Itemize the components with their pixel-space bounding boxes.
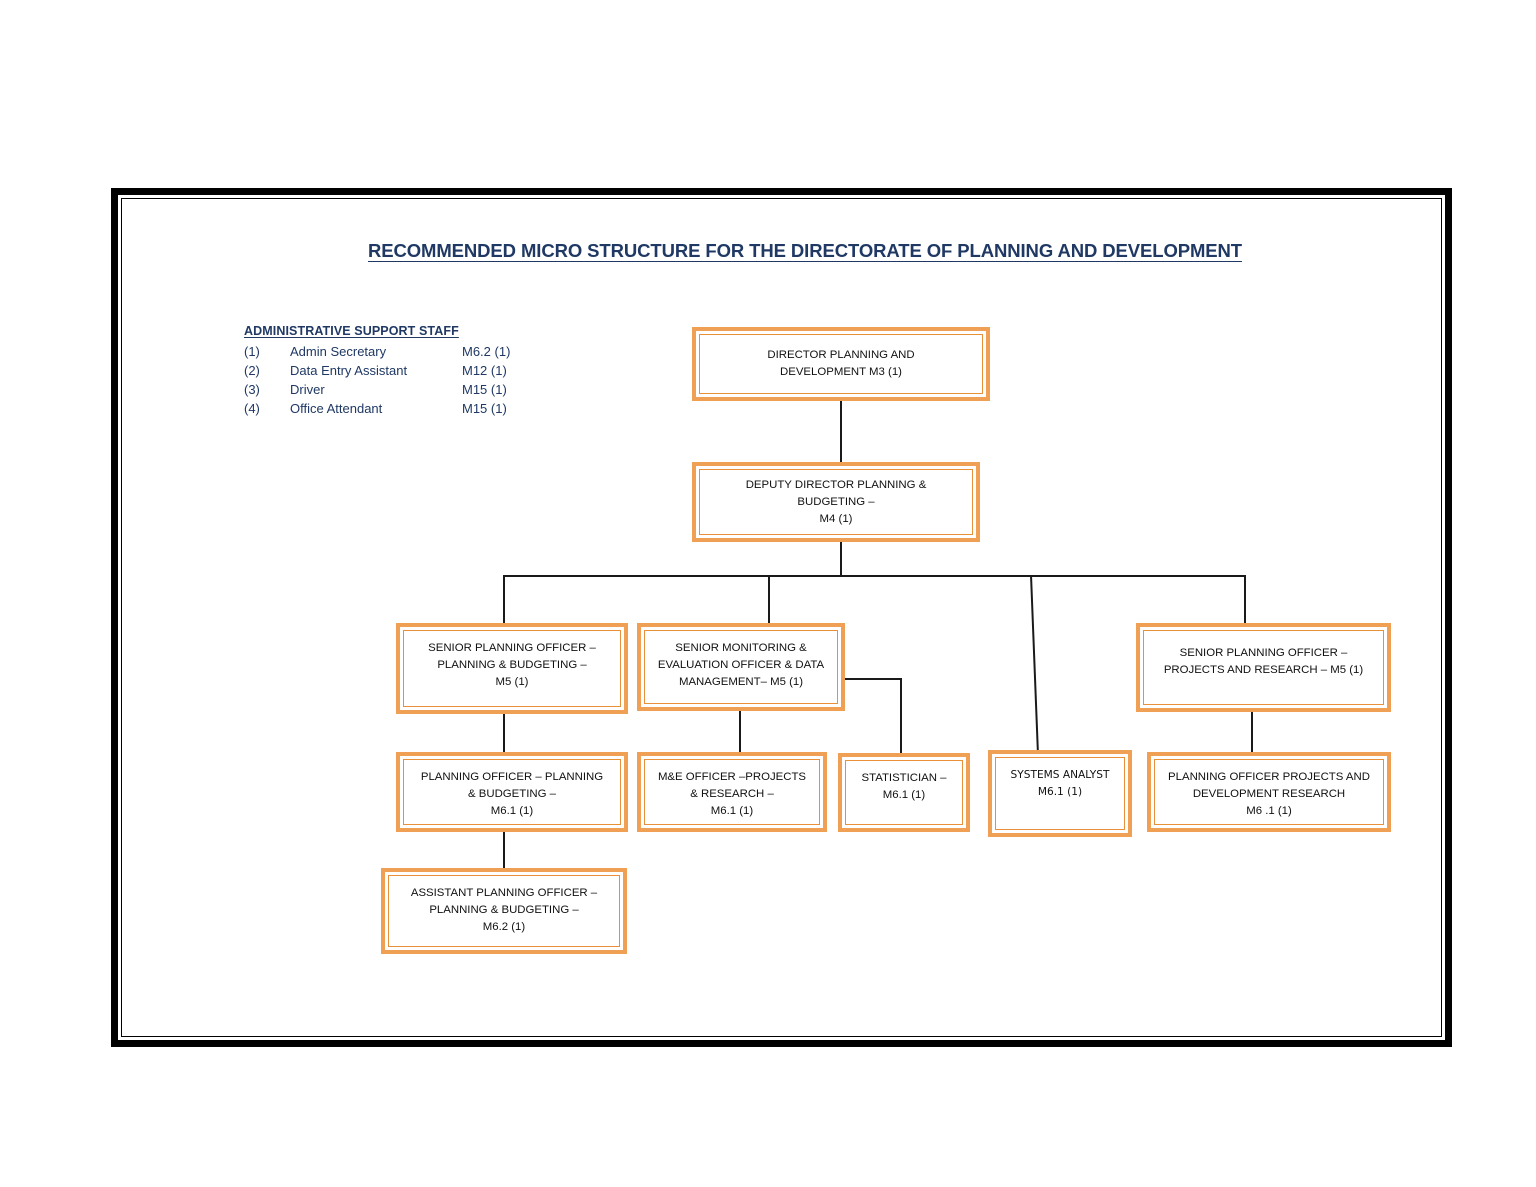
org-node-assistant-planning-officer[interactable]: ASSISTANT PLANNING OFFICER – PLANNING & … — [381, 868, 627, 954]
org-node-planning-officer-projects[interactable]: PLANNING OFFICER PROJECTS AND DEVELOPMEN… — [1147, 752, 1391, 832]
org-node-frame: ASSISTANT PLANNING OFFICER – PLANNING & … — [385, 872, 623, 950]
org-node-line: DEVELOPMENT RESEARCH — [1192, 788, 1346, 800]
org-node-body: ASSISTANT PLANNING OFFICER – PLANNING & … — [388, 875, 620, 947]
org-node-body: DEPUTY DIRECTOR PLANNING & BUDGETING – M… — [699, 469, 973, 535]
page-title: RECOMMENDED MICRO STRUCTURE FOR THE DIRE… — [368, 240, 1242, 261]
org-node-line: M4 (1) — [819, 512, 853, 525]
admin-row-number: (3) — [244, 382, 260, 397]
org-node-frame: STATISTICIAN – M6.1 (1) — [842, 757, 966, 828]
org-node-body: DIRECTOR PLANNING AND DEVELOPMENT M3 (1) — [699, 334, 983, 394]
org-node-deputy-director[interactable]: DEPUTY DIRECTOR PLANNING & BUDGETING – M… — [692, 462, 980, 542]
org-node-statistician[interactable]: STATISTICIAN – M6.1 (1) — [838, 753, 970, 832]
org-node-line: PLANNING OFFICER – PLANNING — [420, 771, 604, 783]
org-node-body: PLANNING OFFICER PROJECTS AND DEVELOPMEN… — [1154, 759, 1384, 825]
connector-bus-to-senior-me-officer — [768, 575, 770, 623]
admin-support-row: (4) Office Attendant M15 (1) — [244, 399, 544, 418]
org-node-senior-me-officer[interactable]: SENIOR MONITORING & EVALUATION OFFICER &… — [637, 623, 845, 711]
org-node-line: M5 (1) — [495, 676, 529, 688]
connector-senior-me-to-me-officer — [739, 710, 741, 752]
org-node-line: PLANNING & BUDGETING – — [437, 659, 587, 671]
administrative-support-staff-block: ADMINISTRATIVE SUPPORT STAFF (1) Admin S… — [244, 324, 544, 418]
admin-support-row: (1) Admin Secretary M6.2 (1) — [244, 342, 544, 361]
connector-bus-horizontal — [503, 575, 1245, 577]
org-node-line: DEPUTY DIRECTOR PLANNING & — [745, 478, 927, 491]
org-node-body: SENIOR PLANNING OFFICER – PROJECTS AND R… — [1143, 630, 1384, 705]
org-node-body: SENIOR PLANNING OFFICER – PLANNING & BUD… — [403, 630, 621, 707]
org-node-line: SENIOR PLANNING OFFICER – — [428, 642, 596, 654]
admin-row-grade: M12 (1) — [462, 363, 507, 378]
org-node-line: PLANNING OFFICER PROJECTS AND — [1168, 771, 1370, 783]
admin-row-number: (4) — [244, 401, 260, 416]
org-node-frame: SENIOR MONITORING & EVALUATION OFFICER &… — [641, 627, 841, 707]
org-node-line: M6 .1 (1) — [1246, 805, 1292, 817]
org-node-director[interactable]: DIRECTOR PLANNING AND DEVELOPMENT M3 (1) — [692, 327, 990, 401]
org-node-line: & BUDGETING – — [468, 788, 556, 800]
org-node-line: M6.1 (1) — [710, 805, 754, 817]
admin-row-role: Driver — [290, 382, 325, 397]
admin-row-role: Admin Secretary — [290, 344, 387, 359]
admin-row-grade: M6.2 (1) — [462, 344, 511, 359]
connector-senior-me-to-statistician-horizontal — [845, 678, 902, 680]
org-node-line: M6.1 (1) — [882, 789, 926, 801]
admin-support-row: (2) Data Entry Assistant M12 (1) — [244, 361, 544, 380]
org-node-frame: SENIOR PLANNING OFFICER – PROJECTS AND R… — [1140, 627, 1387, 708]
org-node-frame: SENIOR PLANNING OFFICER – PLANNING & BUD… — [400, 627, 624, 710]
org-node-body: STATISTICIAN – M6.1 (1) — [845, 760, 963, 825]
org-node-line: DIRECTOR PLANNING AND — [767, 349, 915, 361]
connector-bus-to-senior-planning-projects — [1244, 575, 1246, 623]
org-node-line: SYSTEMS ANALYST — [1010, 769, 1110, 781]
admin-support-row: (3) Driver M15 (1) — [244, 380, 544, 399]
org-node-line: SENIOR MONITORING & — [675, 642, 807, 654]
connector-bus-to-senior-planning-budgeting — [503, 575, 505, 623]
org-node-line: STATISTICIAN – — [861, 772, 947, 784]
org-node-body: SENIOR MONITORING & EVALUATION OFFICER &… — [644, 630, 838, 704]
org-node-planning-officer-budgeting[interactable]: PLANNING OFFICER – PLANNING & BUDGETING … — [396, 752, 628, 832]
org-node-line: DEVELOPMENT M3 (1) — [780, 366, 902, 378]
admin-row-role: Data Entry Assistant — [290, 363, 408, 378]
org-node-line: PROJECTS AND RESEARCH – M5 (1) — [1163, 664, 1364, 676]
org-node-frame: PLANNING OFFICER – PLANNING & BUDGETING … — [400, 756, 624, 828]
org-node-line: M6.1 (1) — [490, 805, 534, 817]
org-node-frame: SYSTEMS ANALYST M6.1 (1) — [992, 754, 1128, 833]
org-node-senior-planning-officer-budgeting[interactable]: SENIOR PLANNING OFFICER – PLANNING & BUD… — [396, 623, 628, 714]
org-node-frame: DIRECTOR PLANNING AND DEVELOPMENT M3 (1) — [696, 331, 986, 397]
admin-row-number: (1) — [244, 344, 260, 359]
org-node-line: ASSISTANT PLANNING OFFICER – — [410, 887, 598, 899]
admin-row-role: Office Attendant — [290, 401, 383, 416]
org-node-senior-planning-officer-projects[interactable]: SENIOR PLANNING OFFICER – PROJECTS AND R… — [1136, 623, 1391, 712]
org-node-line: EVALUATION OFFICER & DATA — [657, 659, 825, 671]
org-node-frame: PLANNING OFFICER PROJECTS AND DEVELOPMEN… — [1151, 756, 1387, 828]
org-node-frame: DEPUTY DIRECTOR PLANNING & BUDGETING – M… — [696, 466, 976, 538]
connector-planning-officer-to-assistant — [503, 832, 505, 868]
org-node-line: MANAGEMENT– M5 (1) — [678, 676, 804, 688]
connector-senior-planning-to-planning-officer — [503, 714, 505, 752]
org-node-frame: M&E OFFICER –PROJECTS & RESEARCH – M6.1 … — [641, 756, 823, 828]
org-node-line: M6.2 (1) — [482, 921, 526, 933]
org-node-line: & RESEARCH – — [690, 788, 774, 800]
org-node-body: SYSTEMS ANALYST M6.1 (1) — [995, 757, 1125, 830]
connector-bus-to-systems-analyst — [1030, 574, 1039, 756]
org-node-line: PLANNING & BUDGETING – — [429, 904, 579, 916]
admin-row-grade: M15 (1) — [462, 382, 507, 397]
admin-row-grade: M15 (1) — [462, 401, 507, 416]
admin-row-number: (2) — [244, 363, 260, 378]
org-node-body: M&E OFFICER –PROJECTS & RESEARCH – M6.1 … — [644, 759, 820, 825]
org-node-body: PLANNING OFFICER – PLANNING & BUDGETING … — [403, 759, 621, 825]
connector-deputy-to-bus — [840, 542, 842, 576]
connector-senior-me-to-statistician-vertical — [900, 678, 902, 753]
org-node-line: M6.1 (1) — [1037, 786, 1083, 798]
org-node-line: BUDGETING – — [797, 495, 875, 508]
org-node-line: M&E OFFICER –PROJECTS — [657, 771, 807, 783]
connector-director-to-deputy — [840, 401, 842, 462]
connector-senior-planning-projects-to-planning-officer-projects — [1251, 712, 1253, 752]
admin-support-heading: ADMINISTRATIVE SUPPORT STAFF — [244, 324, 459, 338]
org-node-systems-analyst[interactable]: SYSTEMS ANALYST M6.1 (1) — [988, 750, 1132, 837]
org-node-line: SENIOR PLANNING OFFICER – — [1179, 647, 1348, 659]
org-node-me-officer-projects[interactable]: M&E OFFICER –PROJECTS & RESEARCH – M6.1 … — [637, 752, 827, 832]
